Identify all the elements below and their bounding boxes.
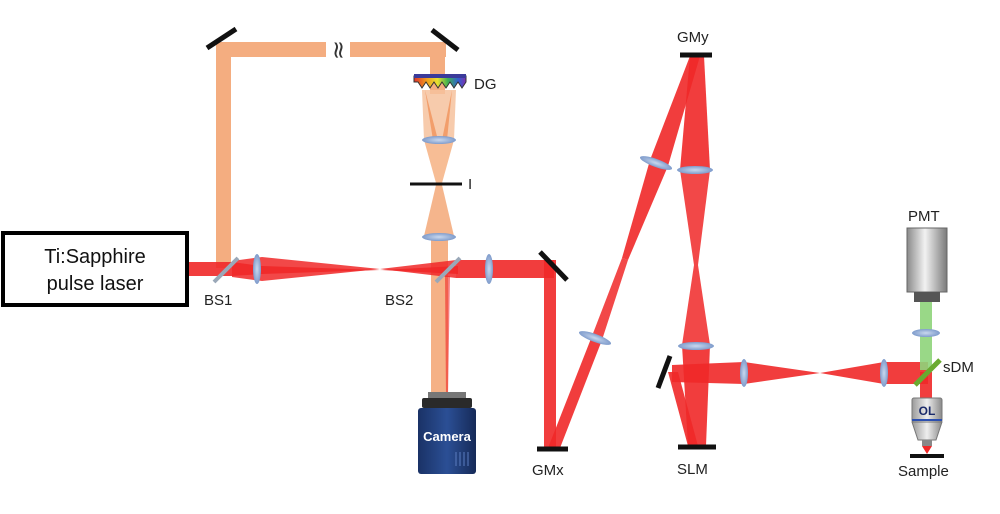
beam-splitter-bs1 (212, 256, 240, 284)
lens (422, 233, 456, 241)
lens (678, 342, 714, 350)
gmx-label: GMx (532, 462, 564, 479)
dichroic-mirror-sdm (913, 358, 942, 387)
reference-beam-vertical-left (216, 42, 231, 268)
mirror-tilted-left (655, 355, 673, 389)
slm-label: SLM (677, 461, 708, 478)
dg-label: DG (474, 76, 497, 93)
pmt-detector (906, 227, 948, 302)
reference-beam (216, 42, 456, 396)
iris-label: I (468, 176, 472, 193)
objective-label: OL (919, 404, 936, 418)
diffraction-grating (413, 74, 467, 89)
mirror-top-left (205, 26, 238, 51)
gmy-label: GMy (677, 29, 709, 46)
lens (912, 329, 940, 337)
lens (485, 254, 493, 284)
lens (639, 156, 673, 170)
lens (880, 359, 888, 387)
focus-spot (922, 446, 932, 454)
bs1-label: BS1 (204, 292, 232, 309)
sample-label: Sample (898, 463, 949, 480)
mirror-bs2-right (538, 250, 569, 282)
lens (253, 254, 261, 284)
laser-label-line1: Ti:Sapphire (44, 246, 146, 268)
lens (740, 359, 748, 387)
lenses (253, 136, 940, 387)
bs2-label: BS2 (385, 292, 413, 309)
mirrors (205, 26, 716, 452)
lens (677, 166, 713, 174)
laser-source: Ti:Sapphire pulse laser (1, 231, 189, 307)
camera-label: Camera (423, 429, 471, 444)
lens (578, 331, 612, 345)
objective-lens: OL (911, 397, 943, 446)
excitation-beam (188, 56, 932, 448)
sdm-label: sDM (943, 359, 974, 376)
beam-splitter-bs2 (434, 256, 462, 284)
beam-break-symbol: ≈ (325, 40, 353, 60)
laser-label-line2: pulse laser (47, 273, 144, 295)
lens (422, 136, 456, 144)
pmt-label: PMT (908, 208, 940, 225)
camera: Camera (418, 392, 476, 474)
mirror-top-right (430, 28, 460, 52)
